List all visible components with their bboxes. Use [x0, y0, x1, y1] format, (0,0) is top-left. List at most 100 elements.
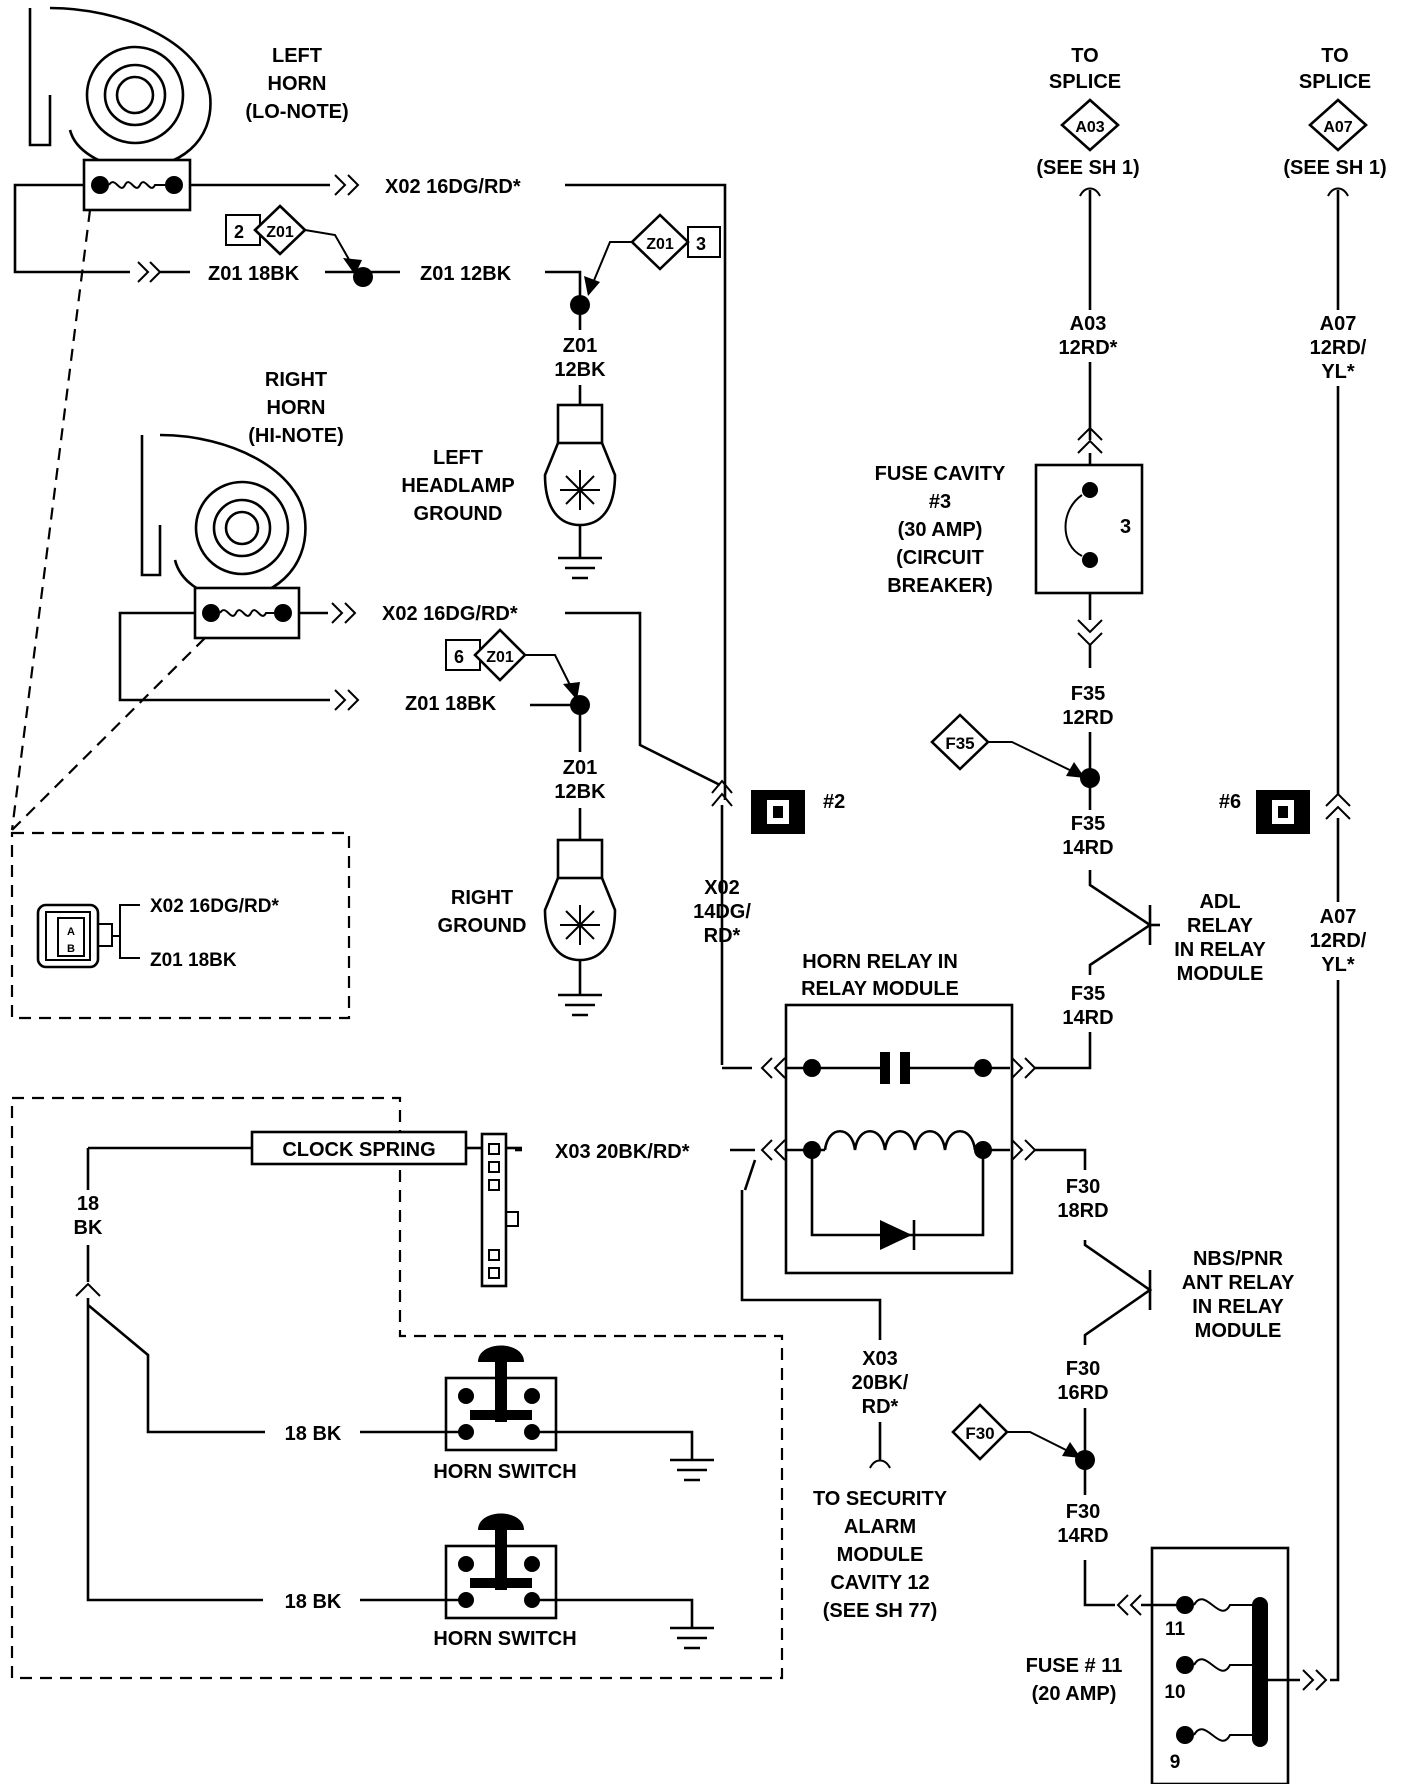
x02-14-1: X02 [704, 877, 740, 899]
fuse-cavity-3-line1: FUSE CAVITY [875, 463, 1006, 485]
horn-relay-icon [722, 1003, 1055, 1275]
f35-14rd-b-1: F35 [1071, 983, 1105, 1005]
f35-12rd-1: F35 [1071, 683, 1105, 705]
fuse-11-pin-11: 11 [1165, 1619, 1186, 1640]
inset-connector-icon: A B [36, 903, 113, 969]
x03-down-2: 20BK/ [852, 1372, 909, 1394]
to-splice-a03-2: SPLICE [1049, 71, 1121, 93]
splice-f35-label: F35 [945, 734, 974, 753]
horn-switch-1-icon[interactable] [444, 1345, 714, 1482]
svg-text:3: 3 [696, 234, 706, 254]
f35-14rd-b-2: 14RD [1062, 1007, 1113, 1029]
fuse-cavity-3-num: 3 [1120, 516, 1131, 538]
f30-18rd-1: F30 [1066, 1176, 1100, 1198]
svg-text:6: 6 [454, 647, 464, 667]
security-2: ALARM [844, 1516, 916, 1538]
clock-spring-label: CLOCK SPRING [282, 1139, 435, 1161]
right-horn-icon [140, 433, 307, 640]
f30-14rd-1: F30 [1066, 1501, 1100, 1523]
right-ground-1: RIGHT [451, 887, 513, 909]
horn-switch-1-label: HORN SWITCH [433, 1461, 576, 1483]
x03-down-3: RD* [862, 1396, 899, 1418]
security-5: (SEE SH 77) [823, 1600, 937, 1622]
bk18-vertical-1: 18 [77, 1193, 99, 1215]
left-headlamp-ground-1: LEFT [433, 447, 483, 469]
fuse-cavity-3-line5: BREAKER) [887, 575, 993, 597]
nbs-relay-4: MODULE [1195, 1320, 1282, 1342]
right-horn-title-2: HORN [267, 397, 326, 419]
security-3: MODULE [837, 1544, 924, 1566]
svg-text:Z01: Z01 [266, 224, 294, 241]
fuse-11-pin-9: 9 [1170, 1752, 1181, 1773]
horn-switch-2-label: HORN SWITCH [433, 1628, 576, 1650]
adl-relay-3: IN RELAY [1174, 939, 1266, 961]
left-horn-wire-bottom: Z01 18BK [208, 263, 300, 285]
f35-14rd-a-2: 14RD [1062, 837, 1113, 859]
f30-14rd-2: 14RD [1057, 1525, 1108, 1547]
nbs-relay-3: IN RELAY [1192, 1296, 1284, 1318]
a03-12rd-1: A03 [1070, 313, 1107, 335]
right-ground-2: GROUND [438, 915, 527, 937]
splice-a03 [1060, 98, 1120, 152]
splice-f30 [951, 1403, 1009, 1461]
security-4: CAVITY 12 [830, 1572, 929, 1594]
bk18-switch-1: 18 BK [285, 1423, 342, 1445]
fuse-11-line2: (20 AMP) [1032, 1683, 1117, 1705]
a07-bottom-1: A07 [1320, 906, 1357, 928]
f30-16rd-2: 16RD [1057, 1382, 1108, 1404]
left-headlamp-ground-icon [543, 403, 617, 580]
splice-a07-label: A07 [1323, 119, 1352, 136]
adl-relay-1: ADL [1199, 891, 1240, 913]
splice-a07 [1308, 98, 1368, 152]
horn-relay-label-1: HORN RELAY IN [802, 951, 958, 973]
connector-6-label: #6 [1219, 791, 1241, 813]
clock-spring-connector-icon [480, 1132, 522, 1288]
splice-z01-3: Z01 3 [584, 213, 721, 296]
to-splice-a03-see: (SEE SH 1) [1036, 157, 1139, 179]
adl-relay-4: MODULE [1177, 963, 1264, 985]
z01-12bk-right-2: 12BK [554, 781, 606, 803]
svg-text:B: B [67, 943, 75, 955]
bk18-switch-2: 18 BK [285, 1591, 342, 1613]
connector-2-icon [751, 790, 805, 834]
a07-top-3: YL* [1321, 361, 1355, 383]
splice-z01-6: 6 Z01 [445, 628, 580, 700]
f35-14rd-a-1: F35 [1071, 813, 1105, 835]
adl-relay-2: RELAY [1187, 915, 1254, 937]
right-ground-icon [543, 838, 617, 1017]
to-splice-a07-see: (SEE SH 1) [1283, 157, 1386, 179]
connector-6-icon [1256, 790, 1310, 834]
security-1: TO SECURITY [813, 1488, 948, 1510]
fuse-11-line1: FUSE # 11 [1026, 1655, 1123, 1677]
to-splice-a07-2: SPLICE [1299, 71, 1371, 93]
z01-12bk-left-2: 12BK [554, 359, 606, 381]
right-horn-title-1: RIGHT [265, 369, 327, 391]
x03-20bk-label: X03 20BK/RD* [555, 1141, 690, 1163]
z01-12bk-mid: Z01 12BK [420, 263, 512, 285]
horn-switch-2-icon[interactable] [444, 1513, 714, 1650]
to-splice-a07-1: TO [1321, 45, 1348, 67]
x03-down-1: X03 [862, 1348, 898, 1370]
z01-12bk-left-1: Z01 [563, 335, 597, 357]
a07-top-1: A07 [1320, 313, 1357, 335]
f35-12rd-2: 12RD [1062, 707, 1113, 729]
fuse-cavity-3-line3: (30 AMP) [898, 519, 983, 541]
a07-bottom-3: YL* [1321, 954, 1355, 976]
fuse-cavity-3-line4: (CIRCUIT [896, 547, 984, 569]
a03-12rd-2: 12RD* [1059, 337, 1118, 359]
splice-f30-label: F30 [965, 1424, 994, 1443]
svg-text:Z01: Z01 [486, 649, 514, 666]
x02-14-2: 14DG/ [693, 901, 751, 923]
nbs-relay-2: ANT RELAY [1182, 1272, 1295, 1294]
x02-14-3: RD* [704, 925, 741, 947]
fuse-cavity-3-line2: #3 [929, 491, 951, 513]
bk18-vertical-2: BK [74, 1217, 103, 1239]
right-horn-wire-bottom: Z01 18BK [405, 693, 497, 715]
f30-18rd-2: 18RD [1057, 1200, 1108, 1222]
to-splice-a03-1: TO [1071, 45, 1098, 67]
left-headlamp-ground-3: GROUND [414, 503, 503, 525]
connector-2-label: #2 [823, 791, 845, 813]
horn-relay-label-2: RELAY MODULE [801, 978, 959, 1000]
fuse-11-icon [1116, 1546, 1328, 1784]
nbs-relay-1: NBS/PNR [1193, 1248, 1284, 1270]
